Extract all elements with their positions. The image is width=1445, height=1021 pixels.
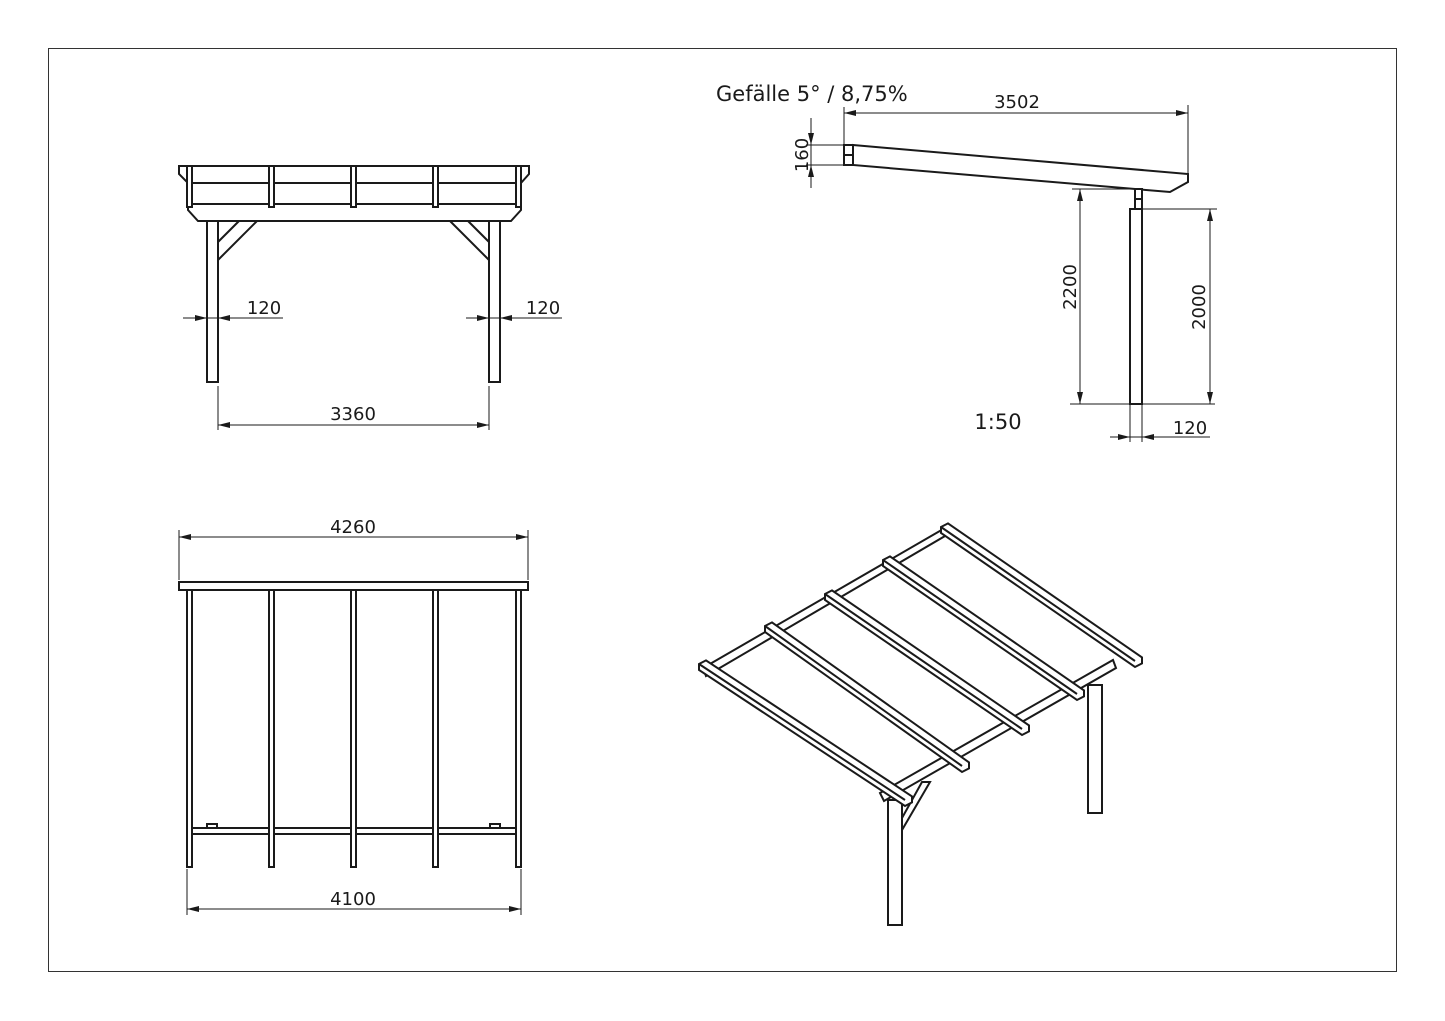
front-beam bbox=[878, 658, 1118, 803]
post-tab bbox=[206, 823, 218, 829]
dim-label: 4100 bbox=[330, 889, 376, 910]
rafter-edge bbox=[940, 526, 1136, 662]
dimension-length: 3502 bbox=[843, 92, 1189, 174]
scale-label: 1:50 bbox=[974, 410, 1021, 434]
top-view: 4260 4100 bbox=[178, 517, 529, 915]
isometric-view bbox=[698, 522, 1143, 926]
dim-label: 3502 bbox=[994, 92, 1040, 113]
dim-label: 120 bbox=[526, 298, 560, 319]
dim-label: 2200 bbox=[1060, 264, 1081, 310]
dim-label: 4260 bbox=[330, 517, 376, 538]
post bbox=[1129, 208, 1143, 405]
front-beam bbox=[178, 581, 529, 591]
rafter-ends bbox=[186, 165, 522, 208]
dim-label: 160 bbox=[792, 138, 813, 172]
post-left bbox=[206, 220, 219, 383]
rafters bbox=[698, 522, 1143, 808]
dimension-post-height: 2000 bbox=[1142, 208, 1217, 404]
dim-label: 120 bbox=[247, 298, 281, 319]
dimension-post-width: 120 bbox=[1110, 404, 1210, 442]
dim-label: 2000 bbox=[1189, 284, 1210, 330]
dim-label: 120 bbox=[1173, 418, 1207, 439]
side-view: Gefälle 5° / 8,75% 3502 160 bbox=[716, 82, 1217, 442]
drawing-border bbox=[48, 48, 1397, 972]
post-back-right bbox=[1087, 684, 1103, 814]
post-tab bbox=[489, 823, 501, 829]
dimension-beam-height: 160 bbox=[792, 118, 844, 188]
dimension-right-post: 120 bbox=[466, 298, 562, 321]
post-front-left bbox=[887, 799, 903, 926]
roof-beam bbox=[852, 143, 1189, 194]
front-view: 120 120 3360 bbox=[178, 165, 562, 430]
rafter-edge bbox=[764, 625, 963, 767]
rafter-edge bbox=[824, 593, 1023, 730]
rafter-edge bbox=[882, 559, 1078, 695]
post-right bbox=[488, 220, 501, 383]
dimension-roof-width: 4260 bbox=[178, 517, 529, 580]
dim-label: 3360 bbox=[330, 404, 376, 425]
dimension-post-span: 4100 bbox=[186, 869, 522, 915]
rafter-edge bbox=[698, 663, 906, 801]
dimension-left-post: 120 bbox=[183, 298, 283, 321]
rafters bbox=[186, 589, 522, 868]
dimension-span: 3360 bbox=[217, 386, 490, 430]
brace bbox=[901, 781, 932, 834]
slope-label: Gefälle 5° / 8,75% bbox=[716, 82, 908, 106]
braces bbox=[217, 220, 490, 261]
